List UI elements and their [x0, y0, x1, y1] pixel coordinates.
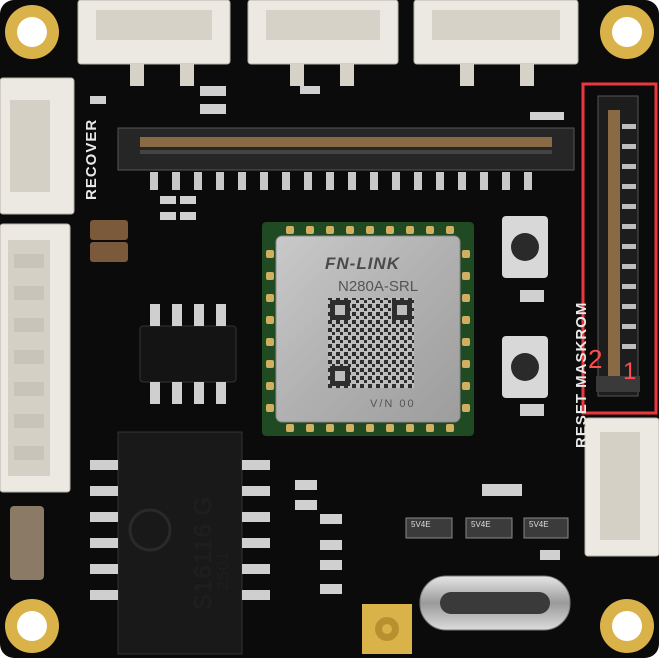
highlight-box	[581, 82, 658, 415]
diode-mark: 5V4E	[529, 520, 549, 529]
wifi-module	[262, 222, 474, 436]
ethernet-transformer	[90, 431, 270, 655]
ethernet-chip-lot: 2501	[215, 550, 232, 590]
pin-one-label: 1	[623, 358, 638, 385]
antenna-connector	[362, 604, 412, 654]
diode-mark: 5V4E	[411, 520, 431, 529]
module-brand: FN-LINK	[325, 254, 400, 273]
fpc-connector-horizontal	[117, 127, 575, 171]
diode-mark: 5V4E	[471, 520, 491, 529]
module-version: V/N 00	[370, 398, 416, 410]
soic-chip	[139, 304, 237, 404]
capacitors	[10, 220, 128, 580]
module-model: N280A-SRL	[338, 278, 419, 295]
ethernet-chip-code: S16116 G	[190, 495, 217, 610]
mounting-holes	[5, 5, 654, 653]
pin-two-label: 2	[588, 344, 604, 374]
usb-c-port	[419, 575, 571, 631]
recover-label: RECOVER	[83, 118, 100, 200]
reset-maskrom-buttons	[502, 216, 548, 398]
